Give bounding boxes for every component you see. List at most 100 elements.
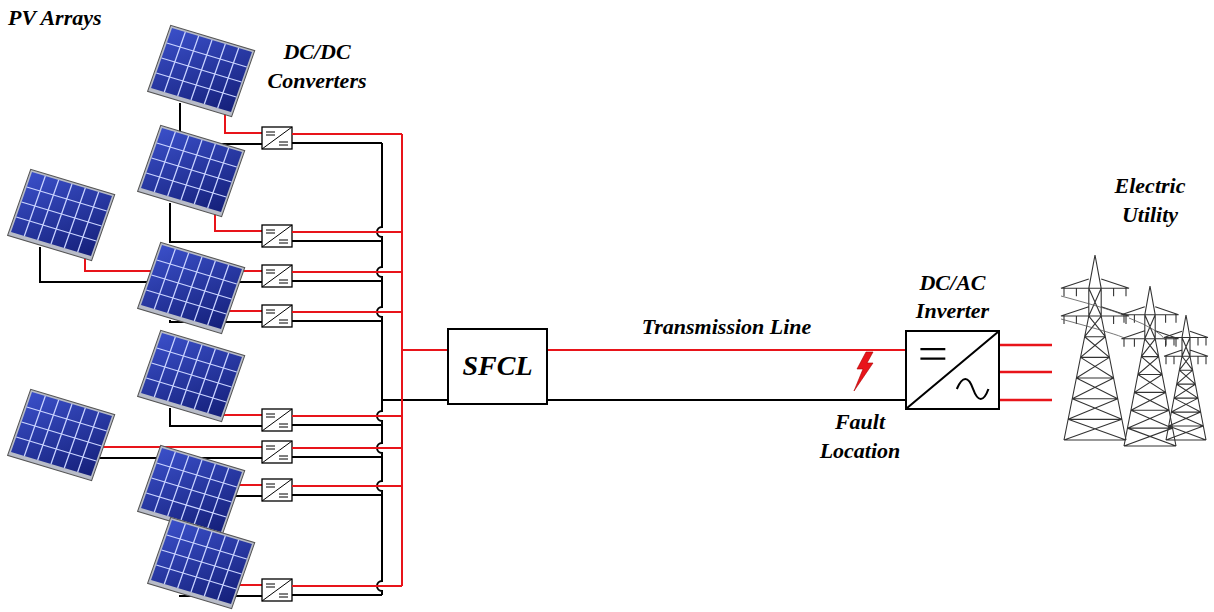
black-output-wire [292, 240, 382, 242]
dcdc-converter-symbol [262, 127, 292, 149]
utility-towers [1000, 255, 1208, 446]
converter-glyph [262, 305, 292, 327]
converter-glyph [262, 479, 292, 501]
ac-wire [1000, 344, 1052, 347]
panel-wires [40, 103, 262, 596]
converter-box [262, 479, 292, 501]
transmission-line-negative [548, 399, 905, 401]
red-to-sfcl [402, 349, 448, 351]
converters-label: DC/DC Converters [258, 38, 376, 95]
inverter-symbol [907, 332, 998, 408]
panel-grid [141, 128, 242, 212]
red-output-wire [292, 311, 402, 313]
converter-glyph [262, 579, 292, 601]
edge-label: Transmission Line [639, 313, 815, 342]
pv-panel [148, 25, 255, 116]
pv-panel [138, 242, 245, 333]
black-output-wire [292, 456, 382, 458]
black-bus [377, 143, 382, 595]
transmission-line-positive [548, 349, 905, 351]
red-output-wire [292, 231, 402, 233]
panel-grid [141, 448, 242, 532]
panel-cells [11, 172, 112, 256]
sfcl-box: SFCL [447, 328, 548, 405]
panel-frame [8, 389, 115, 480]
black-output-wire [292, 320, 382, 322]
dcdc-converters [262, 127, 292, 601]
sfcl-label: SFCL [462, 348, 532, 384]
pv-panel [8, 169, 115, 260]
tower-conductors [1061, 296, 1166, 341]
red-output-wire [292, 447, 402, 449]
converter-glyph [262, 127, 292, 149]
converter-box [262, 127, 292, 149]
inverter-heading: DC/AC Inverter [898, 269, 1008, 326]
dcdc-converter-symbol [262, 409, 292, 431]
red-output-wire [292, 415, 402, 417]
dcdc-converter-symbol [262, 305, 292, 327]
panel-grid [141, 333, 242, 417]
dcdc-converter-symbol [262, 225, 292, 247]
panel-cells [141, 245, 242, 329]
dcdc-converter-symbol [262, 579, 292, 601]
inverter-box: DC/AC Inverter [905, 330, 1000, 410]
transmission-tower [1121, 286, 1178, 446]
converter-box [262, 579, 292, 601]
panel-cells [151, 28, 252, 112]
panel-grid [151, 28, 252, 112]
red-output-wire [292, 271, 402, 273]
dcdc-converter-symbol [262, 479, 292, 501]
converter-glyph [262, 409, 292, 431]
fault-label: Fault Location [810, 408, 910, 465]
panel-cells [141, 333, 242, 417]
converter-box [262, 225, 292, 247]
dcdc-converter-symbol [262, 441, 292, 463]
panel-cells [141, 128, 242, 212]
panel-frame [138, 330, 245, 421]
transmission-tower [1061, 255, 1129, 440]
panel-cells [11, 392, 112, 476]
black-to-sfcl [382, 399, 448, 401]
panel-frame [148, 517, 255, 608]
panel-grid [11, 392, 112, 476]
panel-grid [151, 520, 252, 604]
panel-frame [138, 242, 245, 333]
inverter-glyph [907, 332, 998, 408]
panel-grid [141, 245, 242, 329]
black-output-wire [292, 594, 382, 596]
transmission-tower [1164, 315, 1208, 440]
panel-frame [138, 445, 245, 536]
pv-panel [138, 330, 245, 421]
converter-box [262, 265, 292, 287]
black-output-wire [292, 280, 382, 282]
figure-label: PV Arrays [8, 4, 102, 33]
converter-glyph [262, 265, 292, 287]
panel-frame [138, 125, 245, 216]
ac-wire [1000, 399, 1052, 402]
converter-glyph [262, 225, 292, 247]
pv-panel [148, 517, 255, 608]
panel-frame [148, 25, 255, 116]
converter-box [262, 441, 292, 463]
pv-panel [138, 125, 245, 216]
fault-bolt [854, 352, 873, 391]
red-output-wire [292, 133, 402, 135]
panel-grid [11, 172, 112, 256]
pv-panel [138, 445, 245, 536]
red-bus [401, 134, 403, 586]
bus-wires [292, 134, 448, 595]
red-output-wire [292, 485, 402, 487]
converter-glyph [262, 441, 292, 463]
black-output-wire [292, 424, 382, 426]
pv-panel [8, 389, 115, 480]
black-output-wire [292, 142, 382, 144]
black-output-wire [292, 494, 382, 496]
red-wire [85, 446, 262, 448]
panel-cells [141, 448, 242, 532]
converter-box [262, 305, 292, 327]
dcdc-converter-symbol [262, 265, 292, 287]
